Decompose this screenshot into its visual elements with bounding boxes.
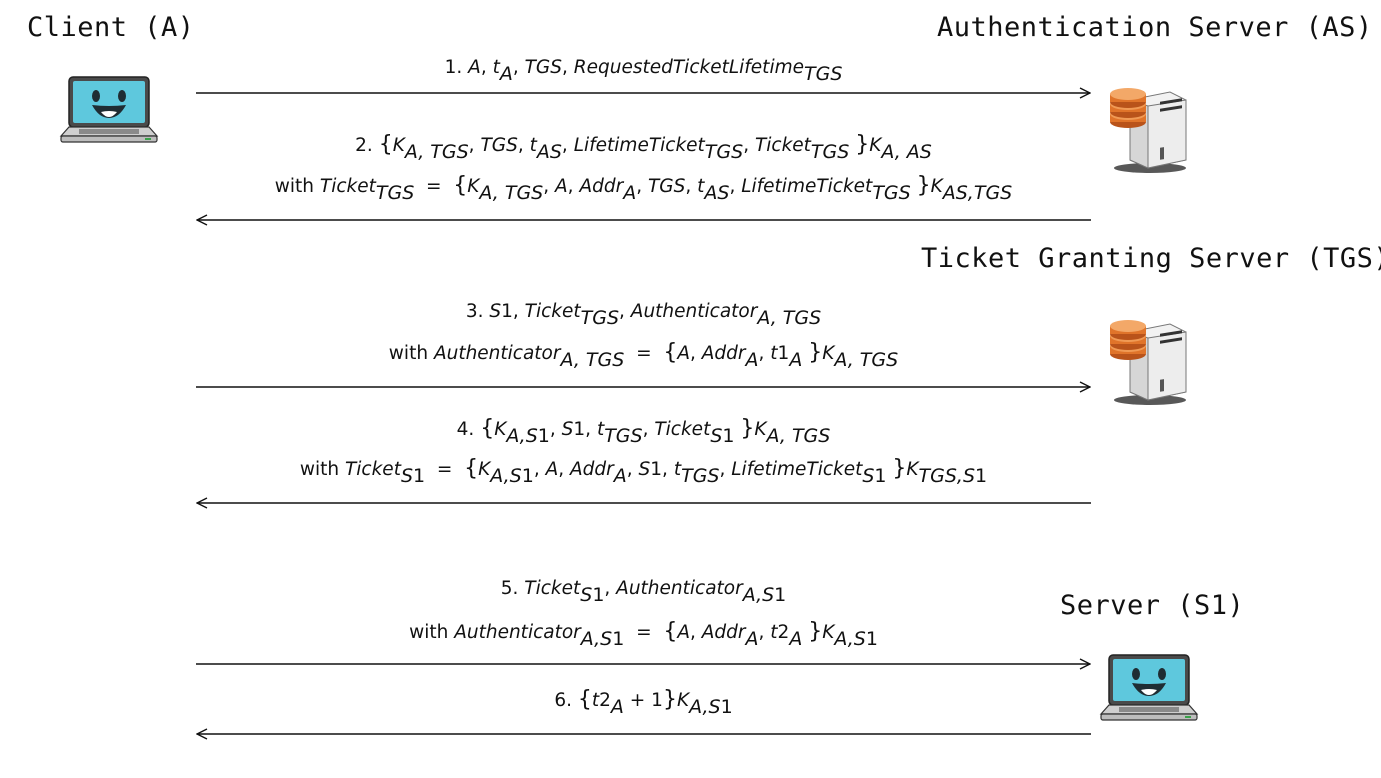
message-1: 1. A, tA, TGS, RequestedTicketLifetimeTG…	[444, 57, 843, 85]
message-2-line-2: with TicketTGS = {KA, TGS, A, AddrA, TGS…	[274, 173, 1013, 204]
message-2-arrow	[196, 213, 1091, 227]
message-3-line-2: with AuthenticatorA, TGS = {A, AddrA, t1…	[388, 340, 899, 371]
message-3-arrow	[196, 380, 1091, 394]
message-5-line-2: with AuthenticatorA,S1 = {A, AddrA, t2A …	[409, 619, 878, 650]
client-label: Client (A)	[27, 12, 195, 43]
message-2-line-1: 2. {KA, TGS, TGS, tAS, LifetimeTicketTGS…	[355, 132, 932, 163]
message-4-line-2: with TicketS1 = {KA,S1, A, AddrA, S1, tT…	[299, 456, 988, 487]
message-6-arrow	[196, 727, 1091, 741]
message-1-arrow	[196, 86, 1091, 100]
message-6: 6. {t2A + 1}KA,S1	[554, 687, 733, 718]
ticket-granting-server-label: Ticket Granting Server (TGS)	[921, 243, 1381, 274]
authentication-server-label: Authentication Server (AS)	[937, 12, 1373, 43]
message-4-line-1: 4. {KA,S1, S1, tTGS, TicketS1 }KA, TGS	[456, 416, 831, 447]
message-3-line-1: 3. S1, TicketTGS, AuthenticatorA, TGS	[465, 301, 822, 329]
ticket-granting-server-icon	[1108, 316, 1188, 406]
client-laptop-icon	[59, 76, 159, 144]
service-server-label: Server (S1)	[1060, 590, 1245, 621]
authentication-server-icon	[1108, 84, 1188, 174]
service-server-laptop-icon	[1099, 654, 1199, 722]
message-5-arrow	[196, 657, 1091, 671]
message-4-arrow	[196, 496, 1091, 510]
message-5-line-1: 5. TicketS1, AuthenticatorA,S1	[500, 578, 787, 606]
